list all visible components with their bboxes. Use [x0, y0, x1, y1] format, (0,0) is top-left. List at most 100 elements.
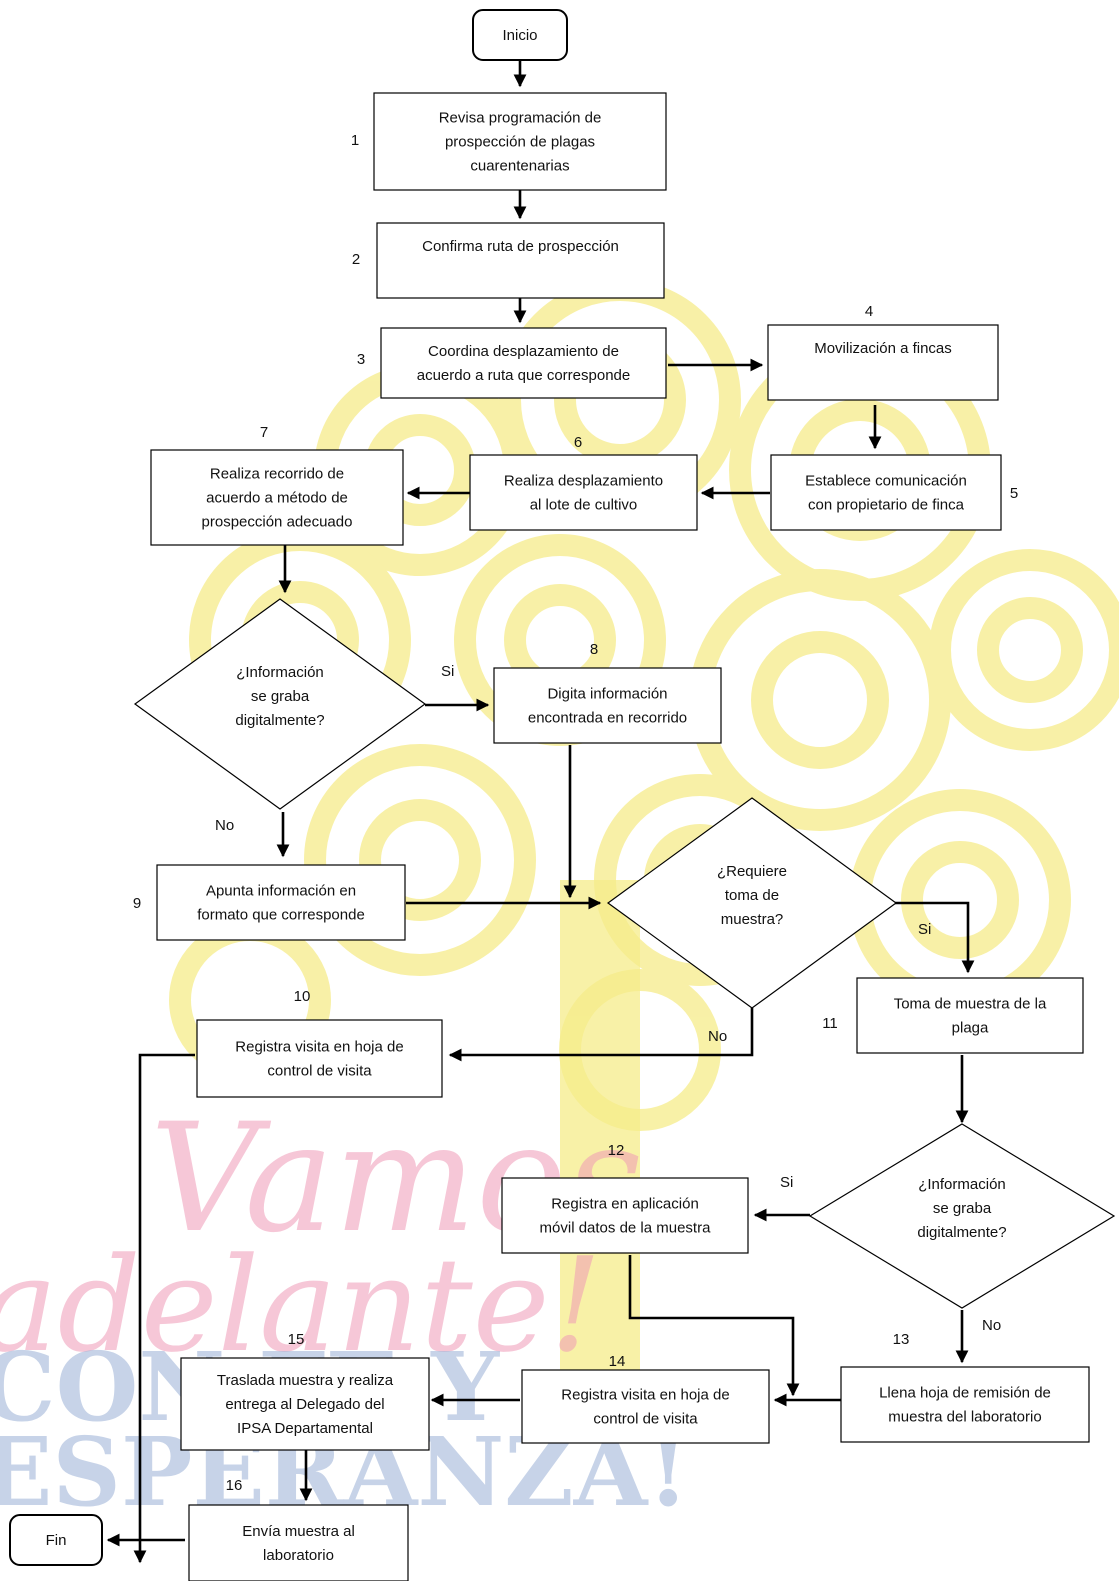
process-step-16: Envía muestra al laboratorio	[188, 1504, 409, 1581]
process-label-line: laboratorio	[263, 1547, 334, 1564]
process-box	[521, 1369, 770, 1444]
end-label: Fin	[46, 1532, 67, 1549]
connector-d2-to-10	[448, 1008, 754, 1062]
process-label-line: control de visita	[593, 1411, 698, 1428]
decision-label-line: muestra?	[721, 911, 784, 928]
d2-yes-label: Si	[918, 921, 931, 938]
process-step-2: Confirma ruta de prospección	[376, 222, 665, 299]
d1-yes-label: Si	[441, 663, 454, 680]
process-label-line: entrega al Delegado del	[225, 1396, 384, 1413]
step-number-12: 12	[608, 1142, 625, 1159]
process-step-10: Registra visita en hoja de control de vis…	[196, 1019, 443, 1098]
process-label-line: prospección de plagas	[445, 134, 595, 151]
process-box	[188, 1504, 409, 1581]
process-label-line: cuarentenarias	[470, 158, 569, 175]
process-step-15: Traslada muestra y realiza entrega al Del…	[180, 1357, 430, 1451]
process-step-1: Revisa programación de prospección de pla…	[373, 92, 667, 191]
step-number-16: 16	[226, 1477, 243, 1494]
process-label-line: Registra visita en hoja de	[235, 1039, 403, 1056]
connector-12-to-14	[628, 1255, 800, 1397]
process-label-line: Digita información	[547, 686, 667, 703]
process-label-line: plaga	[952, 1020, 989, 1037]
start-terminal	[472, 9, 568, 61]
decision-label-line: toma de	[725, 887, 779, 904]
connector-d2-to-11	[895, 901, 975, 974]
decision-diamond	[808, 1123, 1116, 1309]
step-number-15: 15	[288, 1331, 305, 1348]
process-box	[376, 222, 665, 299]
step-number-4: 4	[865, 303, 873, 320]
end-terminal	[9, 1514, 103, 1566]
process-box	[840, 1366, 1090, 1443]
process-label-line: muestra del laboratorio	[888, 1409, 1041, 1426]
step-number-13: 13	[893, 1331, 910, 1348]
step-number-7: 7	[260, 424, 268, 441]
process-box	[156, 864, 406, 941]
process-label-line: formato que corresponde	[197, 907, 365, 924]
d1-no-label: No	[215, 817, 234, 834]
process-box	[469, 454, 698, 531]
connectors	[106, 60, 975, 1564]
process-step-9: Apunta información en formato que corresp…	[156, 864, 406, 941]
decision-label-line: ¿Información	[918, 1176, 1006, 1193]
process-box	[767, 324, 999, 401]
d3-yes-label: Si	[780, 1174, 793, 1191]
process-label-line: Coordina desplazamiento de	[428, 343, 619, 360]
decision-label-line: digitalmente?	[235, 712, 324, 729]
step-number-14: 14	[609, 1353, 626, 1370]
process-step-3: Coordina desplazamiento de acuerdo a ruta…	[380, 327, 667, 399]
process-box	[856, 977, 1084, 1054]
process-step-8: Digita información encontrada en recorrid…	[493, 667, 722, 744]
process-label-line: Apunta información en	[206, 883, 356, 900]
process-box	[196, 1019, 443, 1098]
d2-no-label: No	[708, 1028, 727, 1045]
decision-diamond	[606, 797, 898, 1009]
step-number-8: 8	[590, 641, 598, 658]
process-label-line: Confirma ruta de prospección	[422, 238, 619, 255]
process-label-line: con propietario de finca	[808, 497, 965, 514]
process-box	[380, 327, 667, 399]
step-number-9: 9	[133, 895, 141, 912]
process-label-line: Revisa programación de	[439, 110, 602, 127]
process-boxes: Revisa programación de prospección de pla…	[150, 92, 1090, 1581]
process-label-line: acuerdo a ruta que corresponde	[417, 367, 630, 384]
process-box	[180, 1357, 430, 1451]
process-label-line: Envía muestra al	[242, 1523, 355, 1540]
decision-diamond	[133, 598, 427, 810]
nodes: Inicio Fin Revisa programación deprospec…	[9, 9, 1116, 1581]
process-label-line: móvil datos de la muestra	[540, 1220, 712, 1237]
process-box	[373, 92, 667, 191]
step-number-10: 10	[294, 988, 311, 1005]
process-box	[150, 449, 404, 546]
decision-label-line: digitalmente?	[917, 1224, 1006, 1241]
decision-label-line: ¿Requiere	[717, 863, 787, 880]
process-label-line: Movilización a fincas	[814, 340, 952, 357]
step-number-3: 3	[357, 351, 365, 368]
decision-label-line: se graba	[251, 688, 310, 705]
process-label-line: prospección adecuado	[202, 514, 353, 531]
watermark-script-line2: adelante!	[0, 1229, 602, 1381]
process-label-line: IPSA Departamental	[237, 1420, 373, 1437]
process-label-line: Traslada muestra y realiza	[217, 1372, 394, 1389]
connector-10-to-end	[133, 1053, 195, 1564]
d3-no-label: No	[982, 1317, 1001, 1334]
process-label-line: Registra en aplicación	[551, 1196, 699, 1213]
step-number-1: 1	[351, 132, 359, 149]
step-number-11: 11	[822, 1015, 838, 1032]
process-label-line: control de visita	[267, 1063, 372, 1080]
process-box	[493, 667, 722, 744]
step-number-2: 2	[352, 251, 360, 268]
process-label-line: encontrada en recorrido	[528, 710, 687, 727]
process-box	[501, 1177, 749, 1254]
